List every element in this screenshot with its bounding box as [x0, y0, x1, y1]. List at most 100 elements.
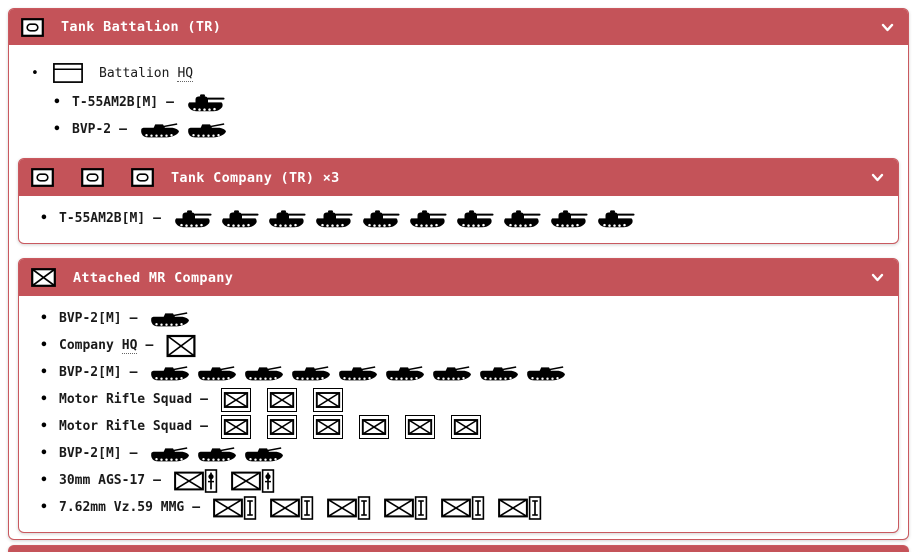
dash-separator: — [153, 473, 161, 488]
infantry-squad-icon [312, 387, 343, 412]
dash-separator: — [153, 211, 161, 226]
bullet: • [40, 338, 48, 353]
bullet: • [40, 311, 48, 326]
unit-row: • Motor Rifle Squad— [40, 386, 898, 413]
dash-separator: — [129, 311, 138, 326]
unit-row: • BVP-2[M]— [40, 305, 898, 332]
infantry-squad-icon [404, 414, 435, 439]
infantry-squad-icon [220, 414, 251, 439]
bullet: • [40, 392, 48, 407]
unit-row: • BVP-2[M]— [40, 440, 898, 467]
tank-icon [222, 209, 259, 227]
unit-row-label: BVP-2[M]— [59, 365, 138, 380]
equipment-icons [140, 121, 234, 139]
equipment-icons [220, 414, 497, 439]
unit-row: • T-55AM2B[M]— [53, 89, 908, 116]
unit-row: • T-55AM2B[M]— [40, 205, 898, 232]
hq-frame-icon [53, 63, 83, 83]
equipment-icons [150, 445, 291, 463]
unit-row: • BVP-2[M]— [40, 359, 898, 386]
equipment-icons [220, 387, 359, 412]
unit-row-label: 30mm AGS-17— [59, 473, 161, 488]
unit-row-label: BVP-2[M]— [59, 446, 138, 461]
infantry-hq-icon [166, 334, 196, 357]
bullet: • [40, 500, 48, 515]
bmp-icon [188, 122, 226, 137]
unit-row: • 30mm AGS-17— [40, 467, 898, 494]
hq-equipment-list: • T-55AM2B[M]— • BVP-2— [31, 89, 908, 143]
infantry-squad-icon [266, 414, 297, 439]
bmp-icon [527, 365, 566, 380]
collapse-chevron[interactable] [869, 169, 886, 186]
dash-separator: — [129, 365, 138, 380]
unit-row: • Motor Rifle Squad— [40, 413, 898, 440]
bullet: • [40, 365, 48, 380]
bmp-icon [339, 365, 378, 380]
abbreviation: HQ [121, 338, 138, 354]
header-unit-icons [21, 17, 44, 37]
chevron-down-icon[interactable] [869, 269, 886, 286]
bmp-icon [480, 365, 519, 380]
equipment-icons [166, 334, 212, 358]
infantry-squad-icon [312, 414, 343, 439]
infantry-mmg-icon [213, 495, 257, 520]
infantry-squad-icon [266, 387, 297, 412]
tank-icon [457, 209, 494, 227]
header-unit-icons [31, 268, 56, 287]
chevron-down-icon[interactable] [869, 169, 886, 186]
dash-separator: — [200, 392, 208, 407]
dash-separator: — [145, 338, 154, 353]
chevron-down-icon[interactable] [879, 19, 896, 36]
bullet: • [31, 65, 39, 81]
infantry-mmg-icon [441, 495, 485, 520]
abbreviation: HQ [177, 65, 194, 82]
bullet: • [40, 419, 48, 434]
bullet: • [53, 95, 61, 110]
bullet: • [53, 122, 61, 137]
collapse-chevron[interactable] [869, 269, 886, 286]
bmp-icon [198, 365, 237, 380]
panel-header-tank-battalion[interactable]: Tank Battalion (TR) [9, 9, 908, 45]
unit-row-label: 7.62mm Vz.59 MMG— [59, 500, 201, 515]
bullet: • [40, 446, 48, 461]
dash-separator: — [200, 419, 208, 434]
tank-icon [551, 209, 588, 227]
tank-icon [410, 209, 447, 227]
dash-separator: — [192, 500, 201, 515]
unit-row-label: T-55AM2B[M]— [59, 211, 161, 226]
next-panel-header-peek[interactable] [8, 545, 909, 552]
unit-row: • BVP-2— [53, 116, 908, 143]
panel-title: Attached MR Company [73, 269, 234, 286]
bmp-icon [245, 446, 284, 461]
unit-row-label: T-55AM2B[M]— [72, 95, 174, 110]
infantry-unit-icon [31, 268, 56, 287]
bmp-icon [151, 311, 190, 326]
panel-header-mr-company[interactable]: Attached MR Company [19, 259, 898, 296]
infantry-ags17-icon [174, 468, 218, 493]
dash-separator: — [129, 446, 138, 461]
bmp-icon [292, 365, 331, 380]
equipment-icons [150, 310, 197, 328]
infantry-squad-icon [450, 414, 481, 439]
unit-row-label: Motor Rifle Squad— [59, 392, 208, 407]
infantry-mmg-icon [270, 495, 314, 520]
panel-title: Tank Company (TR) ×3 [171, 169, 340, 186]
tank-icon [188, 93, 225, 111]
bmp-icon [433, 365, 472, 380]
equipment-icons [213, 495, 555, 520]
infantry-squad-icon [358, 414, 389, 439]
unit-row: • 7.62mm Vz.59 MMG— [40, 494, 898, 521]
bmp-icon [151, 365, 190, 380]
panel-header-tank-company[interactable]: Tank Company (TR) ×3 [19, 159, 898, 196]
infantry-mmg-icon [327, 495, 371, 520]
equipment-icons [174, 209, 644, 229]
armor-unit-icon [81, 168, 104, 187]
collapse-chevron[interactable] [879, 19, 896, 36]
tank-icon [316, 209, 353, 227]
bmp-icon [245, 365, 284, 380]
